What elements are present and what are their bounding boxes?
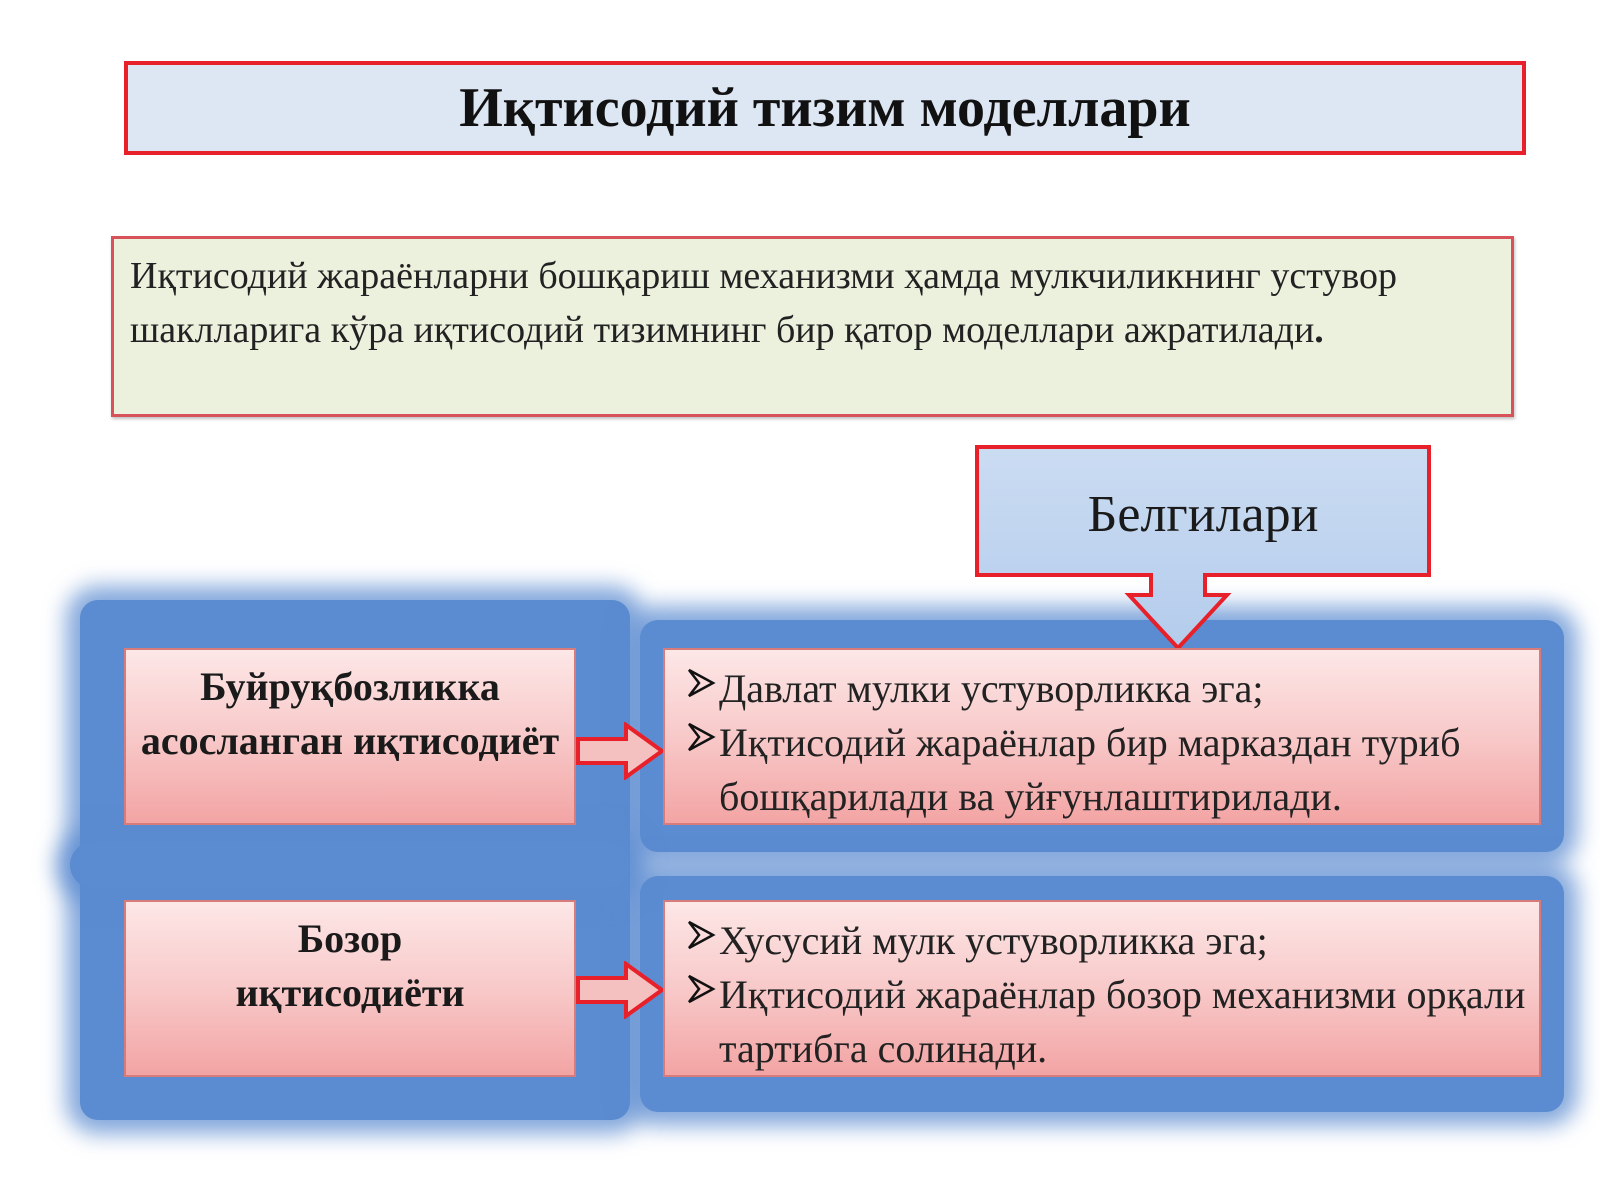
chevron-bullet-icon [688,668,716,698]
right-arrow-icon [576,722,666,780]
title-box: Иқтисодий тизим моделлари [124,61,1526,155]
callout-label: Белгилари [1087,486,1319,543]
definition-end-mark: . [1314,309,1324,351]
callout-arrow-shape [975,445,1431,650]
model-name: Буйруқбозликка асосланган иқтисодиёт [140,664,560,763]
feature-text: Иқтисодий жараёнлар бир марказдан туриб … [719,720,1461,819]
glow-panel-divider [70,842,630,888]
model-box-command-economy: Буйруқбозликка асосланган иқтисодиёт [124,648,576,825]
definition-text: Иқтисодий жараёнларни бошқариш механизми… [130,255,1398,351]
features-box-command-economy: Давлат мулки устуворликка эга; Иқтисодий… [663,648,1541,825]
right-arrow-icon [576,961,666,1019]
feature-text: Хусусий мулк устуворликка эга; [719,918,1268,963]
feature-item: Давлат мулки устуворликка эга; [685,662,1539,716]
chevron-bullet-icon [688,920,716,950]
model-box-market-economy: Бозор иқтисодиёти [124,900,576,1077]
feature-item: Иқтисодий жараёнлар бозор механизми орқа… [685,968,1539,1076]
feature-item: Хусусий мулк устуворликка эга; [685,914,1539,968]
feature-text: Иқтисодий жараёнлар бозор механизми орқа… [719,972,1526,1071]
features-box-market-economy: Хусусий мулк устуворликка эга; Иқтисодий… [663,900,1541,1077]
definition-box: Иқтисодий жараёнларни бошқариш механизми… [111,236,1514,417]
model-name-line: Бозор [297,916,403,961]
chevron-bullet-icon [688,974,716,1004]
chevron-bullet-icon [688,722,716,752]
page-title: Иқтисодий тизим моделлари [459,77,1191,139]
feature-text: Давлат мулки устуворликка эга; [719,666,1264,711]
feature-item: Иқтисодий жараёнлар бир марказдан туриб … [685,716,1539,824]
model-name-line: иқтисодиёти [235,970,465,1015]
